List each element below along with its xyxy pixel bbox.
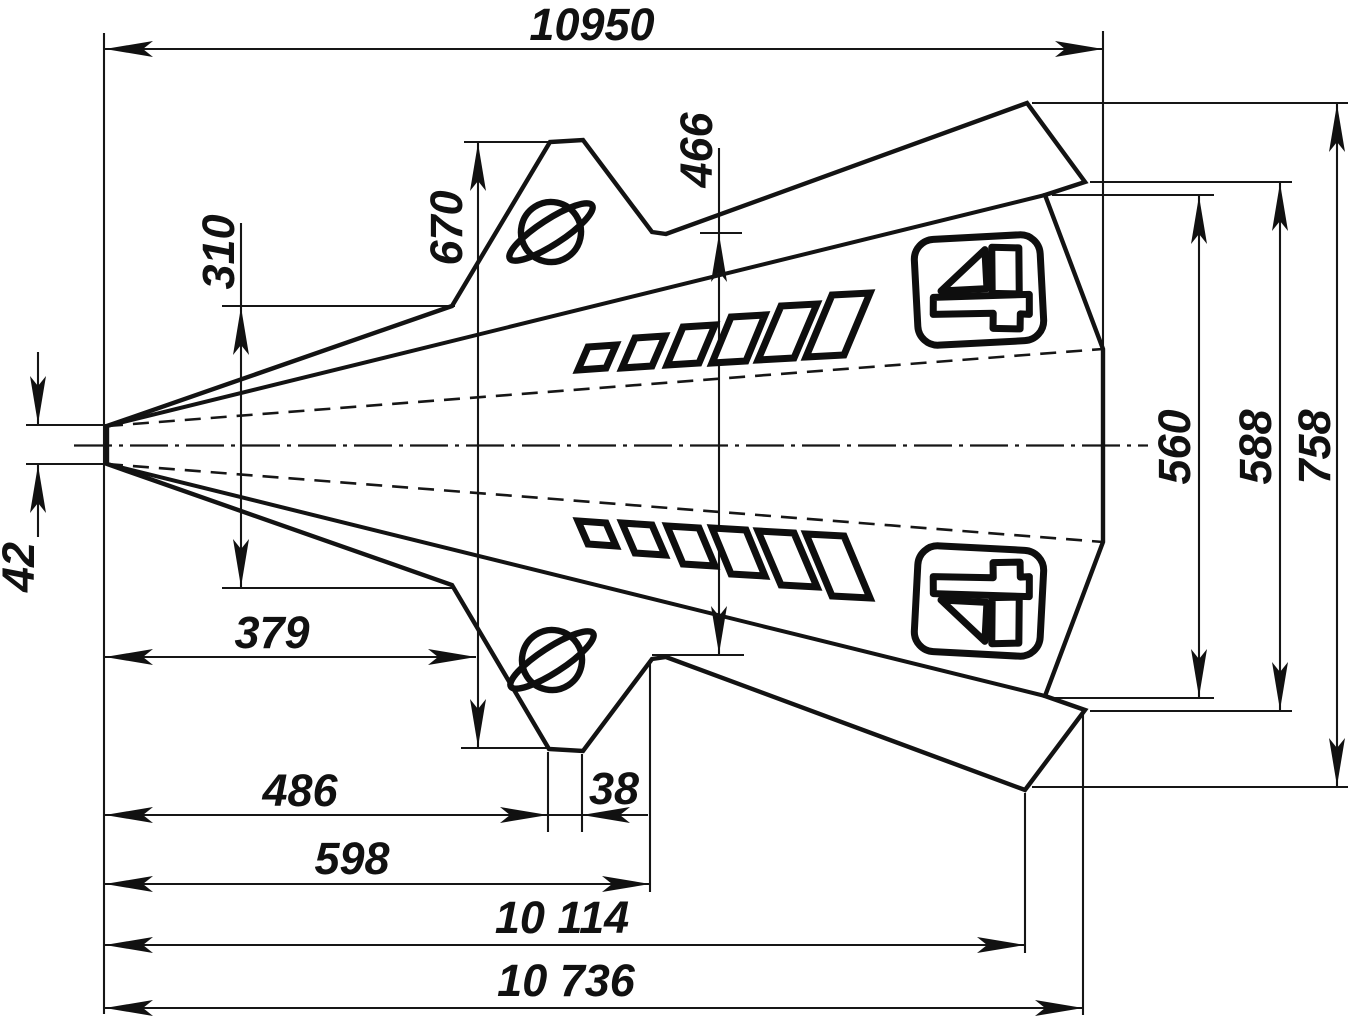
dim-label-aft-body-width: 560	[1149, 409, 1200, 484]
wing-stripe	[661, 321, 721, 369]
dim-label-stripe-band: 466	[671, 111, 722, 188]
wing-stripe	[616, 332, 671, 372]
dim-label-tip-trailing-length: 10 736	[497, 955, 636, 1006]
dim-label-fin-span: 670	[421, 190, 472, 265]
wing-stripe	[706, 311, 771, 367]
dim-label-nose-width: 42	[0, 542, 44, 593]
body-taper-hidden-line-top	[106, 347, 1104, 428]
wing-stripe	[800, 289, 876, 361]
wing-stripe	[661, 522, 721, 570]
dim-label-overall-span: 758	[1289, 409, 1340, 484]
body-taper-hidden-line-bottom	[106, 462, 1104, 544]
dimension-labels: 10950 670 466 310 42 379 486 38 598 10 1…	[0, 0, 1340, 1006]
wing-stripe	[752, 300, 823, 364]
airframe-outline	[104, 100, 1106, 793]
race-number-badge-bottom	[913, 545, 1044, 657]
dim-label-nose-to-fin-base: 486	[261, 765, 338, 816]
wing-stripe	[800, 530, 876, 602]
dim-label-tip-leading-length: 10 114	[495, 892, 629, 943]
dim-label-nose-to-strake: 379	[234, 607, 309, 658]
wing-stripe	[572, 341, 622, 374]
dim-label-fin-base-width: 38	[589, 763, 639, 814]
wing-stripes-lower	[572, 517, 876, 602]
wing-stripe	[706, 524, 771, 580]
dim-label-strake-span: 310	[193, 214, 244, 289]
wing-stripes-upper	[572, 289, 876, 374]
race-number-badge-top	[913, 234, 1044, 346]
wing-stripe	[572, 517, 622, 550]
body-chine-top	[106, 193, 1046, 428]
dimension-lines	[36, 47, 1339, 1010]
wing-stripe	[752, 527, 823, 591]
saturn-icon	[494, 180, 609, 284]
extension-lines	[26, 31, 1348, 1015]
dim-label-nose-to-fin-rear: 598	[314, 833, 389, 884]
dim-label-overall-length: 10950	[529, 0, 654, 50]
wing-stripe	[616, 519, 671, 559]
body-chine-bottom	[106, 462, 1046, 698]
saturn-icon	[495, 608, 610, 712]
dim-label-tip-corner-span: 588	[1230, 409, 1281, 484]
